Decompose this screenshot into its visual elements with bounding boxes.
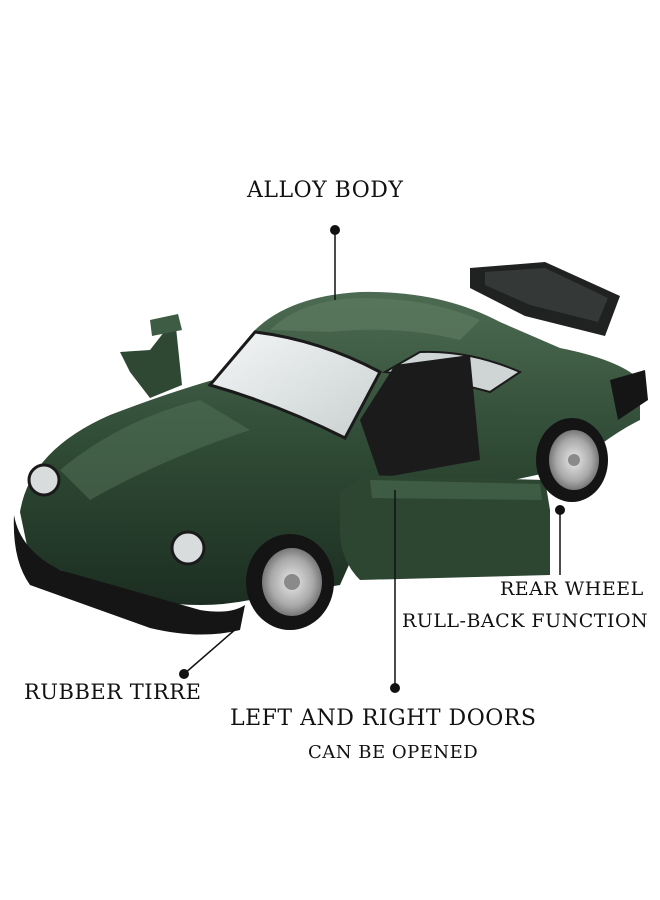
- open-door-right: [340, 475, 550, 580]
- open-door-left: [120, 314, 182, 398]
- car-interior: [360, 355, 480, 478]
- callout-pointers: [179, 225, 565, 693]
- callout-pull-back-function: RULL-BACK FUNCTION: [402, 610, 649, 632]
- rear-wheel: [536, 418, 608, 502]
- callout-doors-opened: CAN BE OPENED: [308, 742, 479, 763]
- front-bumper: [13, 515, 245, 635]
- callout-rear-wheel: REAR WHEEL: [500, 578, 644, 600]
- headlight-left-icon: [27, 463, 61, 497]
- front-wheel: [246, 534, 334, 630]
- rear-bumper: [610, 370, 648, 420]
- headlight-right-icon: [170, 530, 206, 566]
- callout-rubber-tire: RUBBER TIRRE: [24, 680, 202, 704]
- rear-spoiler: [470, 262, 620, 336]
- windshield: [207, 330, 383, 441]
- callout-alloy-body: ALLOY BODY: [247, 178, 404, 203]
- callout-doors: LEFT AND RIGHT DOORS: [230, 706, 537, 731]
